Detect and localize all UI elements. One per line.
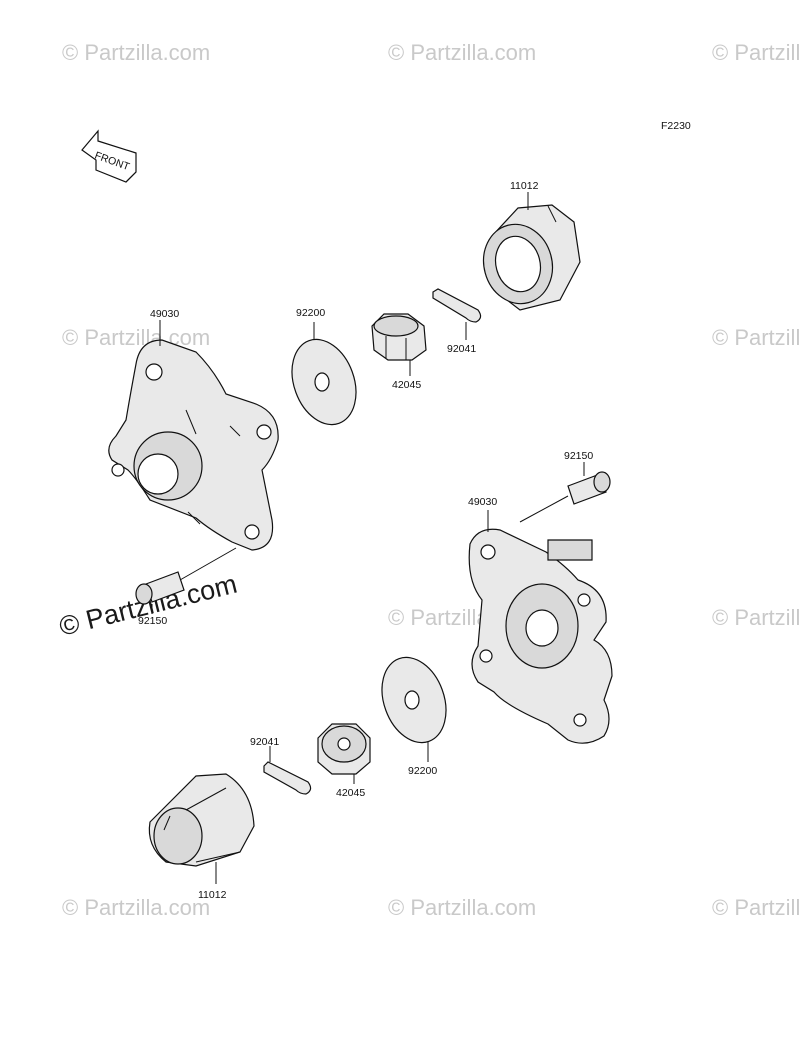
bottom-cotter-pin [263, 761, 312, 795]
bottom-cap [148, 773, 255, 867]
label-left-hub: 49030 [150, 308, 179, 320]
watermark: © Partzilla.com [712, 325, 800, 350]
label-top-washer: 92200 [296, 307, 325, 319]
top-nut [371, 313, 427, 361]
label-top-cotter-pin: 92041 [447, 343, 476, 355]
top-cap [482, 204, 581, 311]
watermark-large: © Partzilla.com [56, 569, 240, 642]
watermark: © Partzilla.com [388, 895, 536, 920]
watermark: © Partzilla.com [62, 325, 210, 350]
label-right-bolt: 92150 [564, 450, 593, 462]
watermark: © Partzilla.com [712, 40, 800, 65]
label-bottom-nut: 42045 [336, 787, 365, 799]
left-bolt [135, 547, 237, 605]
diagram-code: F2230 [661, 120, 691, 132]
bottom-nut [317, 723, 371, 775]
watermark: © Partzilla.com [388, 40, 536, 65]
label-bottom-washer: 92200 [408, 765, 437, 777]
top-washer [291, 338, 357, 426]
label-top-cap: 11012 [510, 180, 539, 192]
label-right-hub: 49030 [468, 496, 497, 508]
watermark: © Partzilla.com [62, 895, 210, 920]
watermark: © Partzilla.com [712, 895, 800, 920]
bottom-washer [381, 656, 447, 744]
label-bottom-cap: 11012 [198, 889, 227, 901]
front-arrow-icon: FRONT [81, 129, 137, 183]
label-top-nut: 42045 [392, 379, 421, 391]
right-bolt [519, 471, 611, 523]
top-cotter-pin [432, 288, 482, 323]
label-bottom-cotter-pin: 92041 [250, 736, 279, 748]
right-hub [468, 528, 613, 744]
watermark: © Partzilla.com [62, 40, 210, 65]
watermark: © Partzilla.com [712, 605, 800, 630]
left-hub [108, 339, 279, 551]
label-left-bolt: 92150 [138, 615, 167, 627]
